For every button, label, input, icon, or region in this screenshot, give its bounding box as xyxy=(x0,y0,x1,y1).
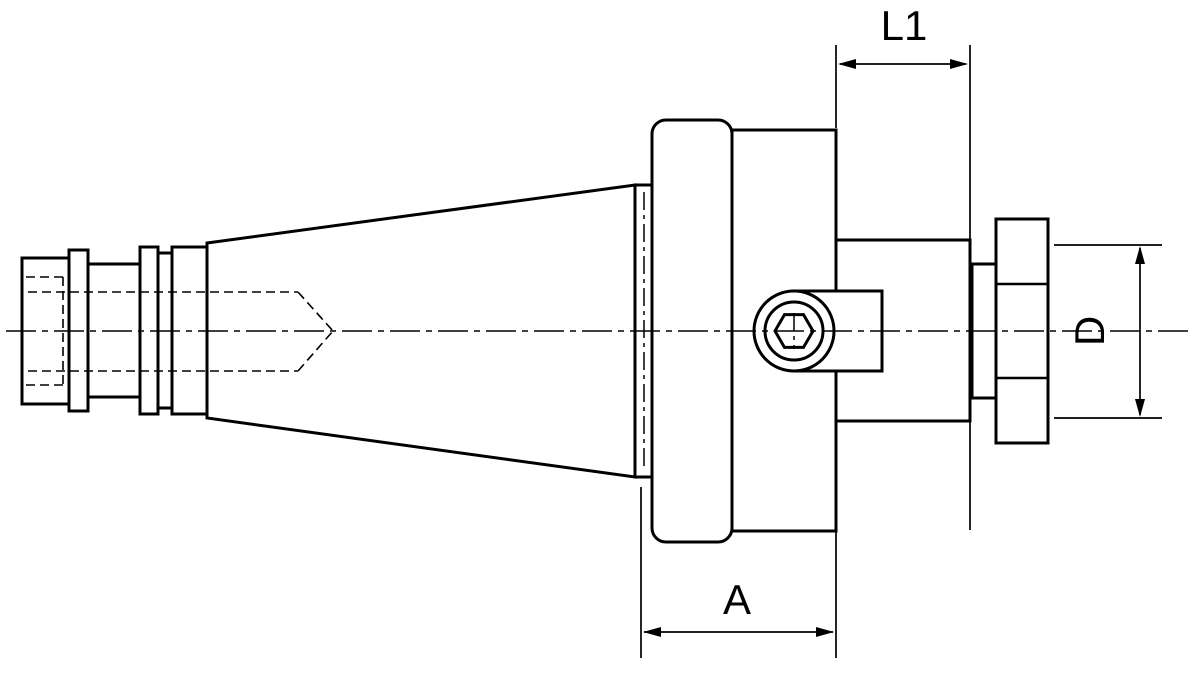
dim-l1-arrow-right xyxy=(950,59,968,69)
dim-d-label: D xyxy=(1066,316,1113,346)
hidden-thread-bore xyxy=(26,276,334,386)
dimension-l1: L1 xyxy=(835,2,971,530)
dim-a-arrow-left xyxy=(643,627,661,637)
dimension-a: A xyxy=(640,487,837,658)
dim-d-arrow-bottom xyxy=(1135,399,1145,417)
dim-d-arrow-top xyxy=(1135,246,1145,264)
dim-l1-arrow-left xyxy=(838,59,856,69)
dim-a-arrow-right xyxy=(816,627,834,637)
dim-a-label: A xyxy=(723,576,751,623)
hidden-drill-point-bottom xyxy=(297,330,334,372)
part-outline xyxy=(20,118,1050,544)
dimension-d: D xyxy=(1054,244,1162,419)
dim-l1-label: L1 xyxy=(881,2,928,49)
hidden-drill-point-top xyxy=(297,291,334,332)
